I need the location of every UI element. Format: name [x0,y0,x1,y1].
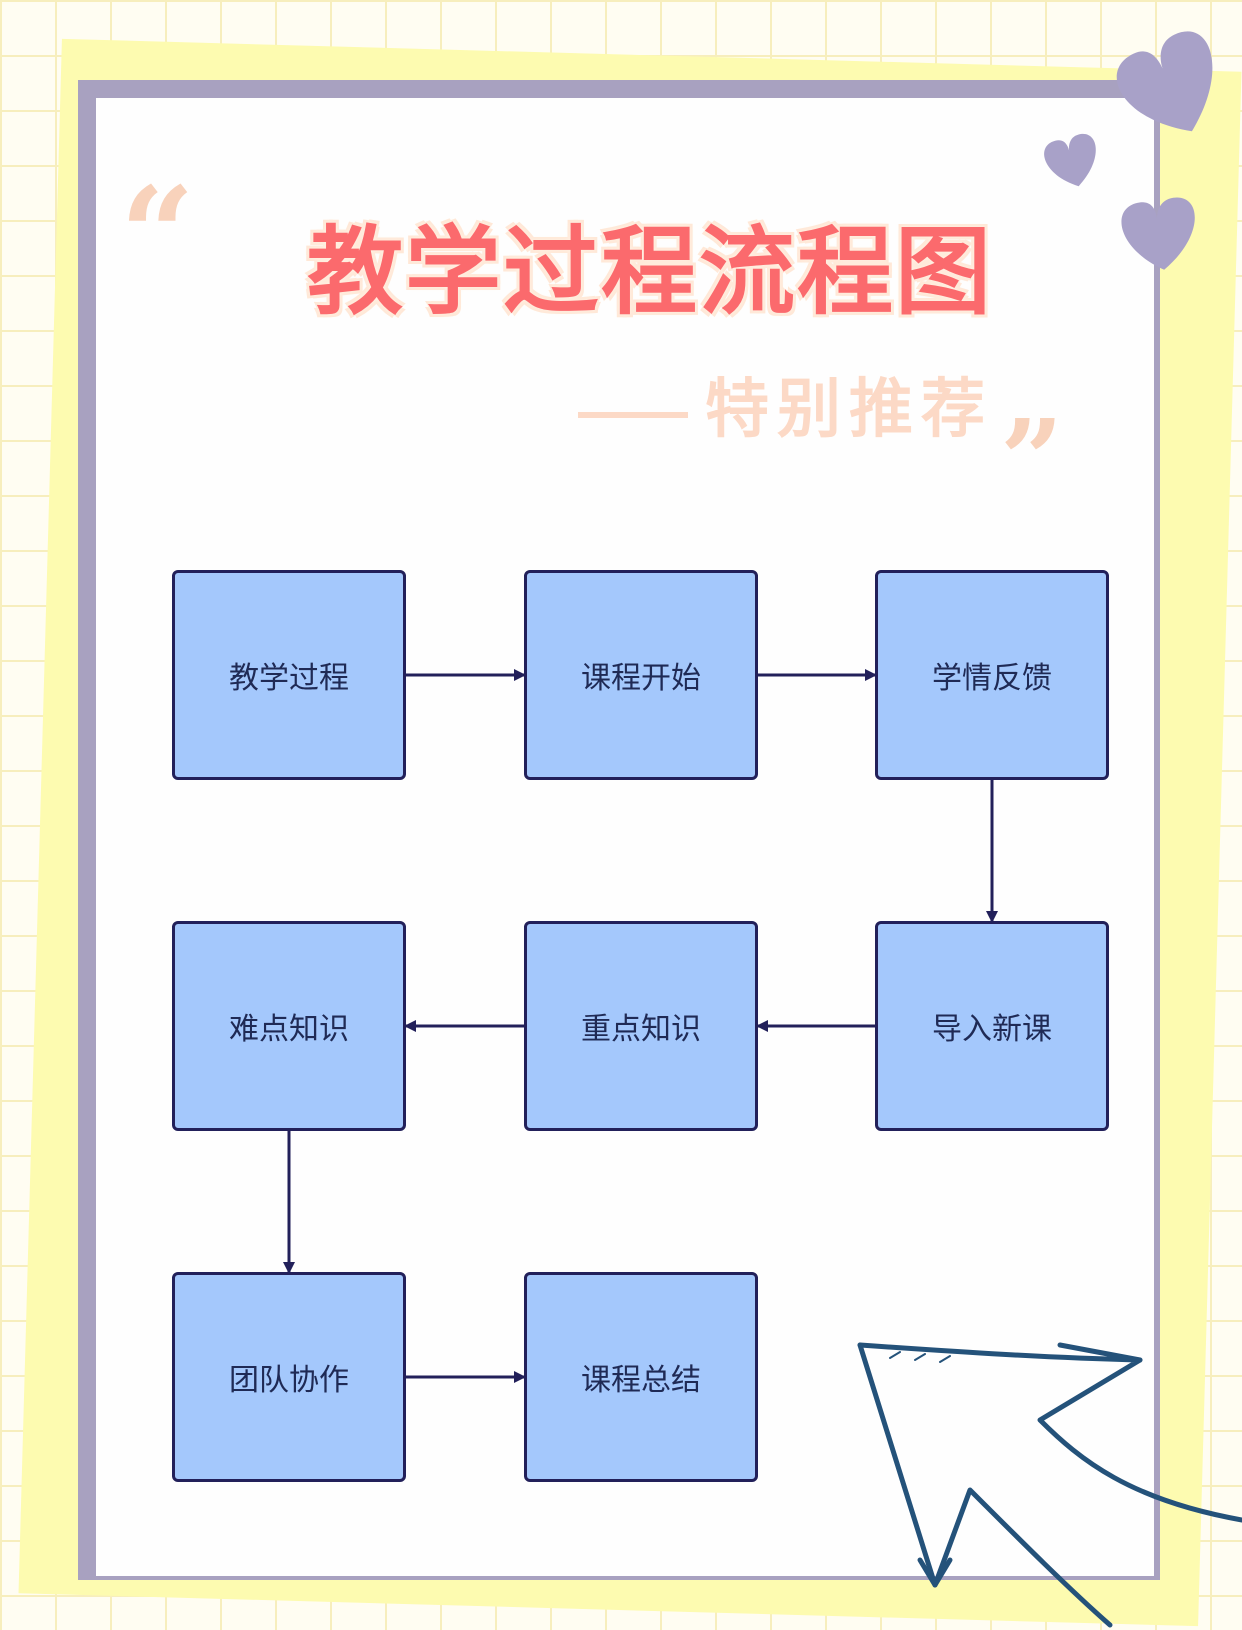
heart-icon-large [1116,31,1213,132]
node-label: 学情反馈 [932,661,1052,696]
page-title: 教学过程流程图 [307,216,993,328]
node-teaching-process: 教学过程 [172,570,406,780]
close-quote-mark: ” [1000,395,1064,524]
node-learning-feedback: 学情反馈 [875,570,1109,780]
heart-icon-medium [1121,197,1195,270]
node-label: 教学过程 [229,661,349,696]
node-label: 重点知识 [581,1012,701,1047]
subtitle-dash [578,412,688,418]
hand-drawn-arrow-icon [857,1342,1242,1628]
node-label: 课程开始 [581,661,701,696]
page-subtitle: 特别推荐 [705,373,993,447]
node-teamwork: 团队协作 [172,1272,406,1482]
node-label: 难点知识 [229,1012,349,1047]
node-label: 导入新课 [932,1012,1052,1047]
node-label: 课程总结 [581,1363,701,1398]
node-course-start: 课程开始 [524,570,758,780]
open-quote-mark: “ [120,158,195,311]
node-label: 团队协作 [229,1363,349,1398]
node-key-knowledge: 重点知识 [524,921,758,1131]
heart-icon-small [1044,133,1096,187]
node-new-lesson: 导入新课 [875,921,1109,1131]
node-difficult-knowledge: 难点知识 [172,921,406,1131]
node-course-summary: 课程总结 [524,1272,758,1482]
